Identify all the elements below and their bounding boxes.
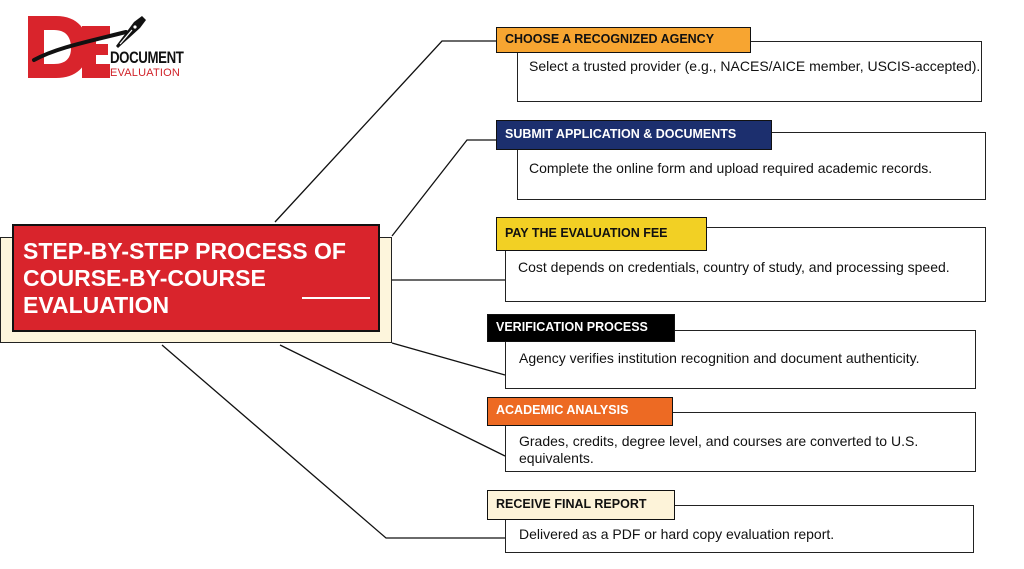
page-title: STEP-BY-STEP PROCESS OF COURSE-BY-COURSE… <box>12 224 380 332</box>
title-line-2: COURSE-BY-COURSE <box>23 265 266 291</box>
step-label: RECEIVE FINAL REPORT <box>487 490 675 520</box>
step-label: VERIFICATION PROCESS <box>487 314 675 342</box>
connector-step-5 <box>279 344 506 457</box>
document-evaluation-logo: DOCUMENT EVALUATION <box>26 12 206 82</box>
connector-step-1 <box>274 40 520 223</box>
step-description: Delivered as a PDF or hard copy evaluati… <box>505 505 974 553</box>
connector-step-4 <box>391 342 506 376</box>
step-label: CHOOSE A RECOGNIZED AGENCY <box>496 27 751 53</box>
fountain-pen-icon <box>116 16 146 48</box>
title-line-1: STEP-BY-STEP PROCESS OF <box>23 238 346 264</box>
step-description: Agency verifies institution recognition … <box>505 330 976 389</box>
title-underline-rule <box>302 297 370 299</box>
logo-word-document: DOCUMENT <box>110 48 184 67</box>
step-label: ACADEMIC ANALYSIS <box>487 397 673 426</box>
de-logo-mark <box>28 16 128 78</box>
step-label: PAY THE EVALUATION FEE <box>496 217 707 251</box>
step-label: SUBMIT APPLICATION & DOCUMENTS <box>496 120 772 150</box>
logo-word-evaluation: EVALUATION <box>110 67 181 79</box>
title-line-3: EVALUATION <box>23 292 170 318</box>
connector-step-6 <box>161 344 505 539</box>
